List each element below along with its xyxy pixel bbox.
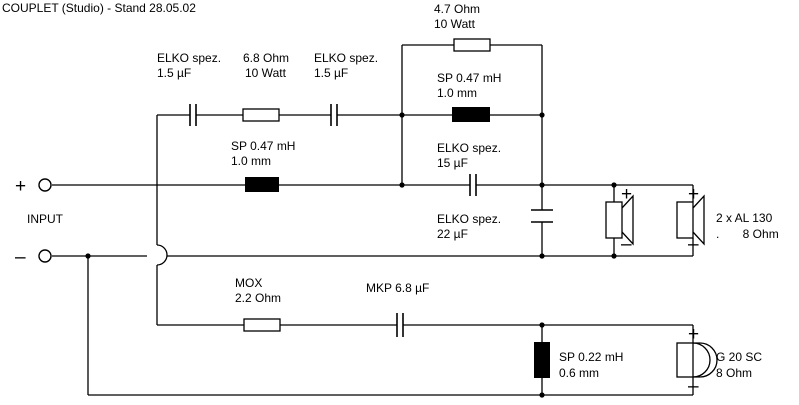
r1-label-line1: 6.8 Ohm [243, 51, 289, 65]
r2-label-line1: 4.7 Ohm [434, 2, 480, 16]
resistor-r3: MOX 2.2 Ohm [235, 276, 281, 332]
woofer-1-minus-sign: – [621, 234, 632, 255]
c1-label-line2: 1.5 µF [157, 66, 191, 80]
inductor-l1: SP 0.47 mH 1.0 mm [231, 139, 295, 192]
l1-label-line2: 1.0 mm [231, 154, 271, 168]
woofer-1: + – [605, 184, 634, 255]
woofer-1-plus-sign: + [621, 184, 632, 205]
c3-label-line2: 15 µF [437, 156, 468, 170]
capacitor-c1: ELKO spez. 1.5 µF [157, 51, 221, 126]
tweeter: + – [676, 324, 718, 397]
r3-label-line1: MOX [235, 276, 262, 290]
c4-label-line2: 22 µF [437, 227, 468, 241]
r3-label-line2: 2.2 Ohm [235, 291, 281, 305]
c2-label-line2: 1.5 µF [314, 66, 348, 80]
input-minus-terminal [38, 249, 52, 263]
l3-label-line1: SP 0.22 mH [559, 350, 623, 364]
input-minus-sign: – [15, 247, 26, 268]
inductor-l3: SP 0.22 mH 0.6 mm [534, 342, 623, 380]
woofer-2: + – [676, 184, 705, 255]
l2-label-line2: 1.0 mm [437, 86, 477, 100]
tweeter-label-line2: 8 Ohm [716, 366, 752, 380]
capacitor-c3: ELKO spez. 15 µF [437, 141, 501, 196]
c3-label-line1: ELKO spez. [437, 141, 501, 155]
woofer-label-line1: 2 x AL 130 [716, 211, 773, 225]
tweeter-plus-sign: + [688, 324, 699, 345]
junction-dots [85, 112, 617, 398]
input-plus-terminal [38, 178, 52, 192]
input-label: INPUT [27, 212, 64, 226]
l3-label-line2: 0.6 mm [559, 366, 599, 380]
capacitor-c4: ELKO spez. 22 µF [437, 209, 553, 241]
capacitor-c5: MKP 6.8 µF [366, 281, 429, 337]
input-terminals: + INPUT – [15, 176, 64, 268]
woofer-2-minus-sign: – [688, 234, 699, 255]
resistor-r1: 6.8 Ohm 10 Watt [242, 51, 289, 122]
tweeter-label-line1: G 20 SC [716, 350, 762, 364]
capacitor-c2: ELKO spez. 1.5 µF [314, 51, 378, 126]
c2-label-line1: ELKO spez. [314, 51, 378, 65]
woofer-label-line2: . 8 Ohm [716, 227, 779, 241]
schematic-title: COUPLET (Studio) - Stand 28.05.02 [2, 1, 196, 15]
woofer-2-plus-sign: + [688, 184, 699, 205]
r1-label-line2: 10 Watt [245, 66, 287, 80]
tweeter-minus-sign: – [688, 376, 699, 397]
l1-label-line1: SP 0.47 mH [231, 139, 295, 153]
input-plus-sign: + [15, 176, 26, 197]
resistor-r2: 4.7 Ohm 10 Watt [434, 2, 491, 52]
inductor-l2: SP 0.47 mH 1.0 mm [437, 71, 501, 122]
l2-label-line1: SP 0.47 mH [437, 71, 501, 85]
c1-label-line1: ELKO spez. [157, 51, 221, 65]
c5-label-line1: MKP 6.8 µF [366, 281, 429, 295]
r2-label-line2: 10 Watt [434, 17, 476, 31]
c4-label-line1: ELKO spez. [437, 212, 501, 226]
wires [52, 44, 694, 396]
